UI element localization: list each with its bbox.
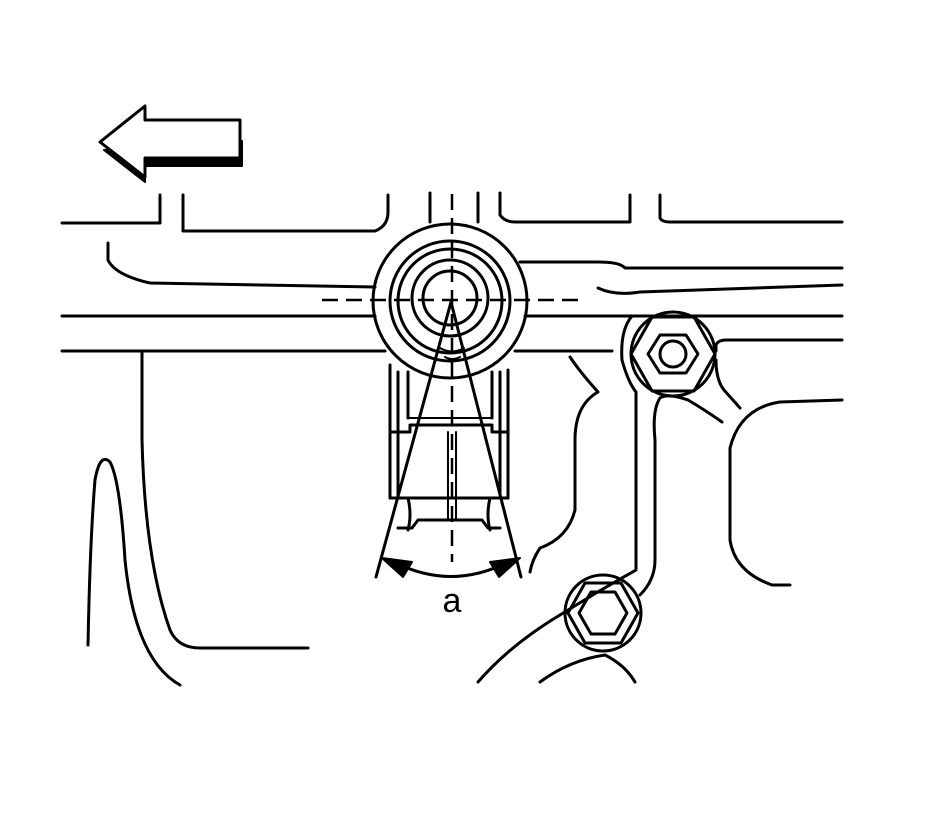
upper-housing (60, 191, 844, 353)
shift-shaft (388, 347, 510, 532)
right-mechanism (476, 314, 844, 684)
hex-bolt-icon (563, 573, 643, 653)
angle-label: a (443, 582, 462, 620)
left-housing (86, 349, 310, 687)
angle-indicator: a (374, 300, 523, 620)
direction-arrow-icon (98, 104, 243, 183)
reference-lines (322, 194, 582, 562)
hex-nut-icon (629, 310, 717, 398)
